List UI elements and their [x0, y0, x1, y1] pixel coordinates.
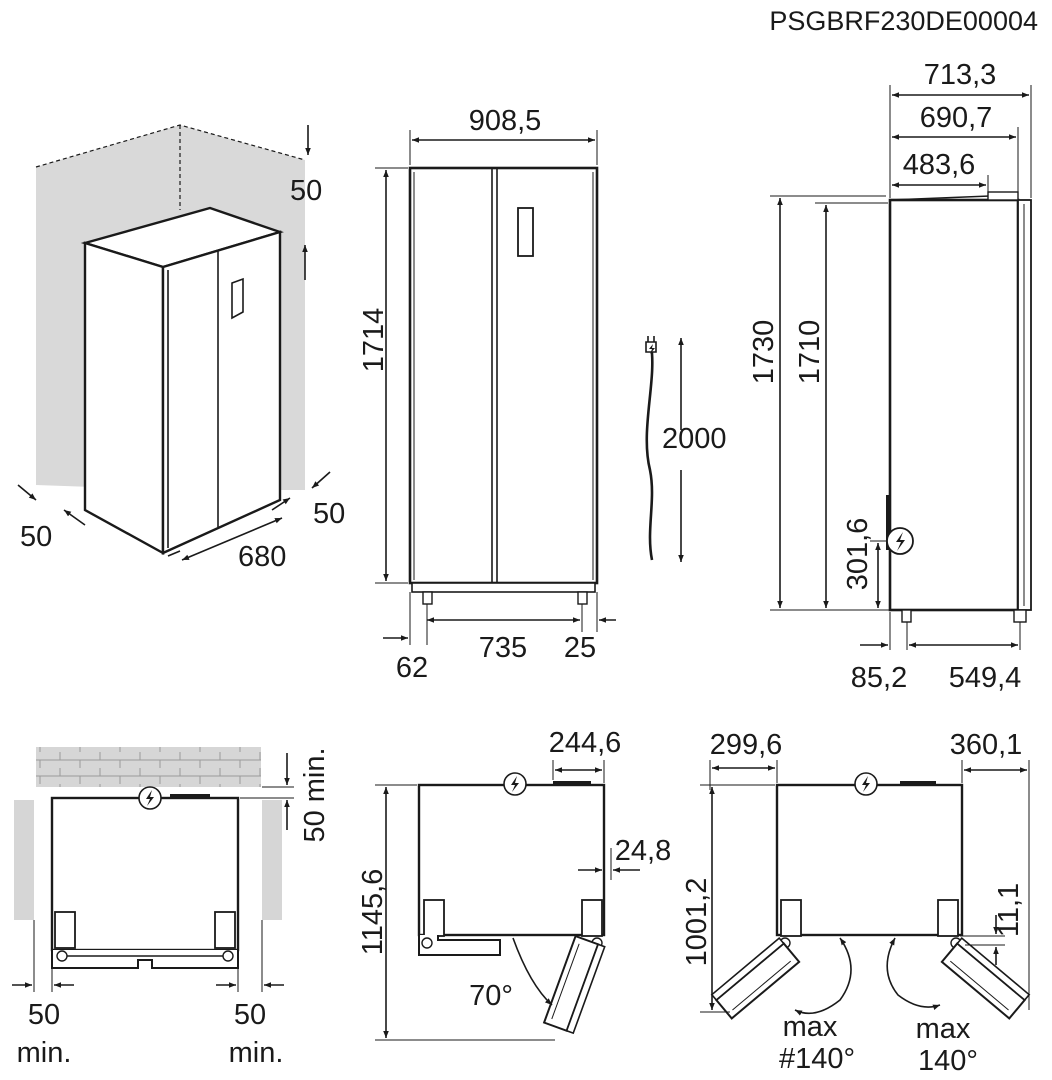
right-clearance-label: 50 [313, 498, 345, 530]
rear-wall [36, 747, 261, 787]
side-depth-handle-label: 690,7 [920, 102, 993, 134]
door-70-view: 70° 244,6 24,8 1145,6 [357, 727, 671, 1041]
left-overhang-label: 299,6 [710, 729, 783, 761]
power-cable: 2000 [645, 336, 727, 562]
plug-icon [649, 344, 655, 354]
left-gap-unit: min. [17, 1037, 72, 1069]
cable-length-label: 2000 [662, 423, 727, 455]
right-gap-unit: min. [229, 1037, 284, 1069]
side-view: 713,3 690,7 483,6 1730 1710 301,6 85,2 5… [748, 59, 1032, 694]
side-height-total-label: 1730 [748, 320, 780, 385]
front-width-label: 908,5 [469, 105, 542, 137]
right-gap-value: 50 [234, 999, 266, 1031]
side-protrusion-label: 24,8 [615, 835, 671, 867]
top-clearance-view: 50 min. 50 min. 50 min. [12, 747, 331, 1069]
depth-label: 680 [238, 541, 286, 573]
front-view: 908,5 1714 62 735 25 [358, 105, 616, 684]
top-clearance-label: 50 [290, 175, 322, 207]
front-height-label: 1714 [358, 308, 390, 373]
left-wall [14, 800, 34, 920]
door-angle-70-label: 70° [469, 980, 513, 1012]
socket-icon [896, 532, 905, 551]
front-feet-spacing-label: 735 [479, 632, 527, 664]
side-foot-offset-label: 85,2 [851, 662, 907, 694]
fridge-side [83, 241, 165, 556]
side-depth-total-label: 713,3 [924, 59, 997, 91]
right-angle-max: max [916, 1013, 971, 1045]
left-clearance-label: 50 [20, 521, 52, 553]
handle [231, 277, 244, 320]
perspective-view: 50 50 50 680 [17, 124, 345, 573]
rear-extension-label: 244,6 [549, 727, 622, 759]
door-140-view: max #140° max 140° 299,6 360,1 11,1 1001… [681, 729, 1031, 1077]
left-gap-value: 50 [28, 999, 60, 1031]
right-angle-value: 140° [918, 1045, 978, 1077]
right-overhang-label: 360,1 [950, 729, 1023, 761]
front-right-offset-label: 25 [564, 632, 596, 664]
side-foot-span-label: 549,4 [949, 662, 1022, 694]
door70-total-depth-label: 1145,6 [357, 869, 389, 956]
right-wall [262, 800, 282, 920]
fridge-front-body [408, 166, 599, 585]
rear-gap-label: 50 min. [299, 747, 331, 842]
side-depth-body-label: 483,6 [903, 149, 976, 181]
document-code: PSGBRF230DE00004 [769, 6, 1038, 36]
front-left-offset-label: 62 [396, 652, 428, 684]
front-handle [517, 207, 534, 257]
side-height-body-label: 1710 [794, 320, 826, 385]
socket-height-label: 301,6 [842, 518, 874, 591]
door140-total-depth-label: 1001,2 [681, 878, 713, 967]
left-angle-value: #140° [779, 1043, 855, 1075]
fridge-front [161, 230, 282, 555]
hinge-offset-label: 11,1 [993, 883, 1025, 937]
left-angle-max: max [783, 1011, 838, 1043]
